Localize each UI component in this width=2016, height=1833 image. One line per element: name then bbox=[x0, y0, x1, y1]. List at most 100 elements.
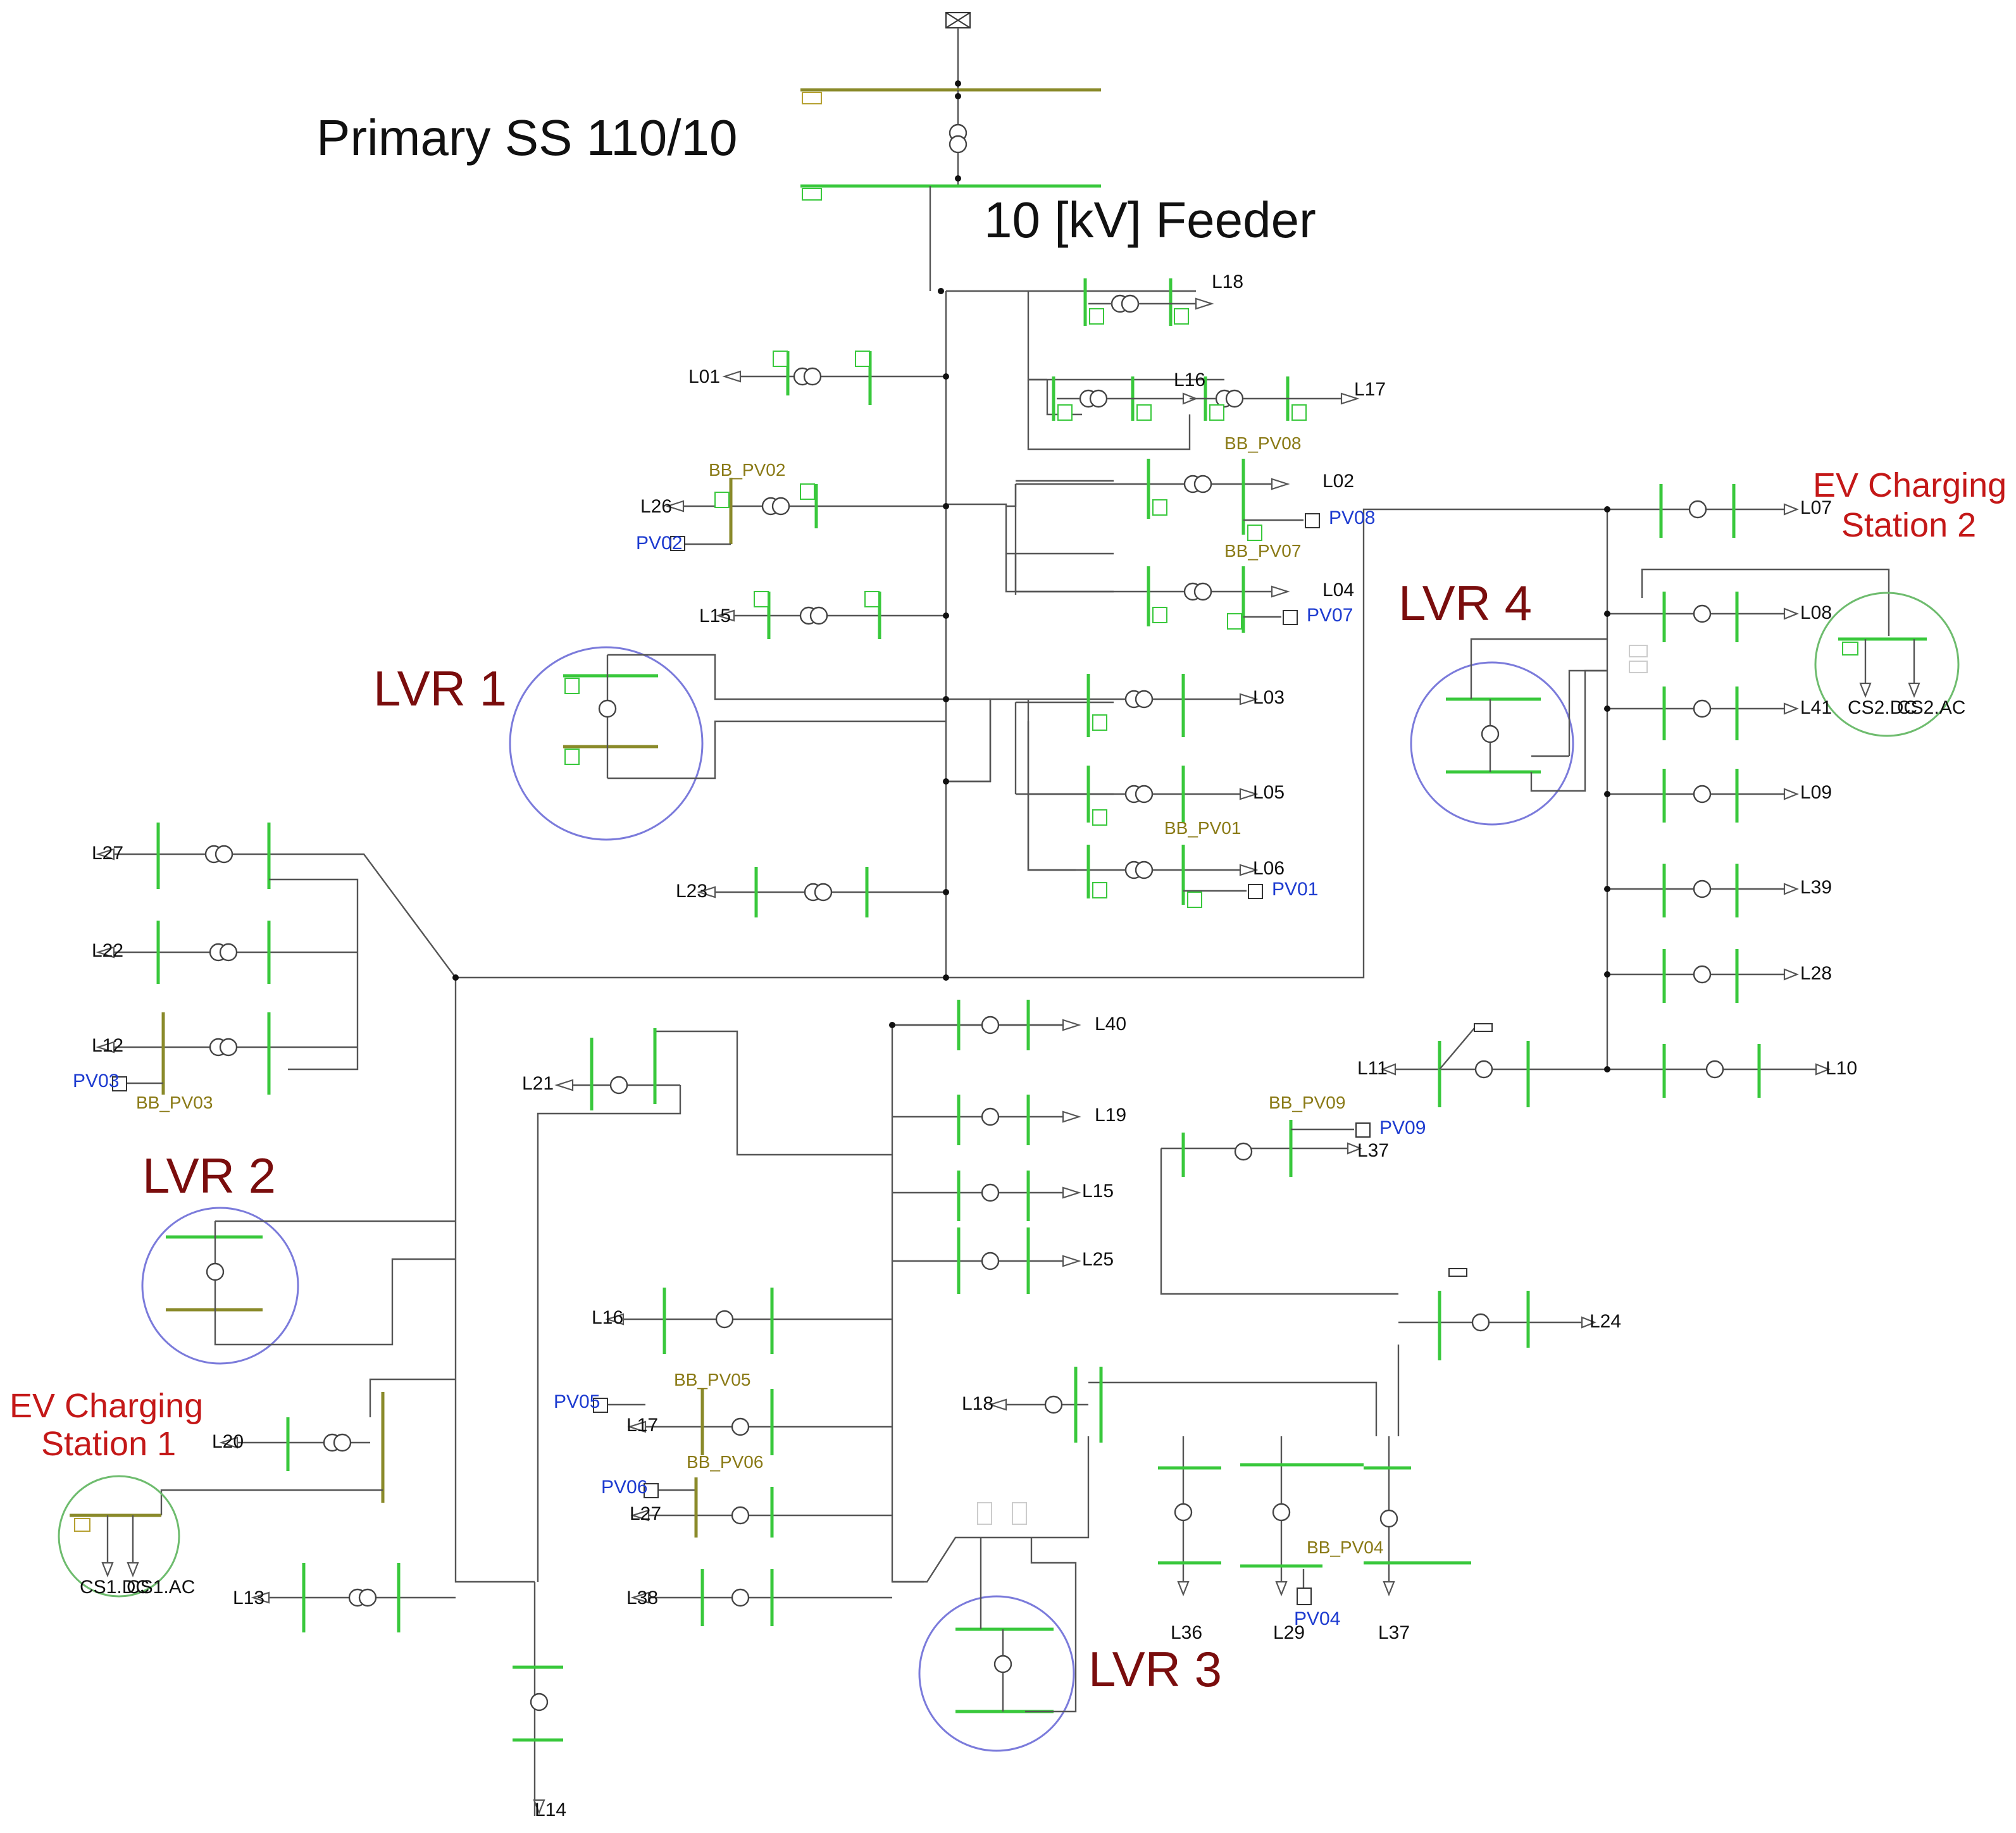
junction-nodes bbox=[452, 373, 1610, 1072]
branch-L10[interactable] bbox=[1607, 1044, 1831, 1098]
branch-L03-L05-L06[interactable] bbox=[946, 674, 1263, 908]
branch-L27[interactable] bbox=[630, 1477, 892, 1538]
load-label-L40: L40 bbox=[1095, 1014, 1126, 1035]
load-label-L02: L02 bbox=[1322, 471, 1354, 492]
load-label-L14: L14 bbox=[535, 1799, 566, 1820]
lvr2-label: LVR 2 bbox=[142, 1148, 276, 1203]
pv-label-PV05: PV05 bbox=[554, 1391, 600, 1412]
branch-L35[interactable] bbox=[1028, 278, 1214, 326]
load-label-L26: L26 bbox=[640, 496, 672, 517]
branch-L25[interactable] bbox=[892, 1227, 1081, 1294]
load-label-L32: L16 bbox=[1174, 370, 1205, 390]
branch-L41[interactable] bbox=[1607, 687, 1799, 740]
load-label-L16: L16 bbox=[592, 1307, 623, 1328]
lvr4-regulator[interactable] bbox=[1446, 638, 1648, 792]
lvr1-regulator[interactable] bbox=[563, 654, 946, 780]
branch-L29[interactable] bbox=[1607, 949, 1799, 1003]
ev1-port-ac: CS1.AC bbox=[127, 1577, 195, 1598]
branch-L22[interactable] bbox=[96, 921, 358, 984]
load-label-L08: L08 bbox=[1800, 602, 1832, 623]
load-label-L41: L41 bbox=[1800, 697, 1832, 718]
branch-L01[interactable] bbox=[722, 351, 946, 405]
load-label-L37-south: L37 bbox=[1378, 1622, 1410, 1643]
branch-L16[interactable] bbox=[605, 1288, 892, 1354]
load-label-L12: L12 bbox=[92, 1035, 123, 1056]
lvr3-regulator[interactable] bbox=[955, 1502, 1077, 1713]
pv-label-PV03: PV03 bbox=[73, 1071, 119, 1091]
lvr2-regulator[interactable] bbox=[166, 1220, 456, 1346]
substation-title: Primary SS 110/10 bbox=[316, 109, 737, 166]
load-label-L11: L11 bbox=[1357, 1058, 1388, 1079]
branch-L12[interactable] bbox=[96, 1012, 358, 1095]
branch-L17[interactable] bbox=[593, 1389, 892, 1455]
ev2-port-dc: CS2.DC bbox=[1848, 697, 1917, 718]
load-label-L22: L22 bbox=[92, 940, 123, 961]
ev1-circle bbox=[58, 1475, 180, 1598]
branch-L14[interactable] bbox=[513, 1085, 681, 1816]
branch-L31[interactable] bbox=[716, 591, 946, 639]
load-label-L10: L10 bbox=[1826, 1058, 1857, 1079]
branch-L24[interactable] bbox=[1160, 1148, 1596, 1436]
load-label-L03: L03 bbox=[1253, 687, 1285, 708]
branch-L21[interactable] bbox=[554, 1028, 892, 1156]
load-label-L23: L23 bbox=[676, 881, 707, 902]
branch-L09[interactable] bbox=[1607, 769, 1799, 823]
branch-L37-south[interactable] bbox=[1364, 1436, 1471, 1596]
branch-L11[interactable] bbox=[1381, 1023, 1607, 1107]
load-label-L20: L20 bbox=[212, 1431, 244, 1452]
branch-L39[interactable] bbox=[1607, 864, 1799, 917]
load-label-L05: L05 bbox=[1253, 782, 1285, 803]
branch-L08[interactable] bbox=[1607, 568, 1890, 642]
hv-busbar-label bbox=[802, 92, 822, 104]
branch-L23[interactable] bbox=[697, 867, 946, 917]
ev1-port-dc: CS1.DC bbox=[80, 1577, 149, 1598]
branch-L36[interactable] bbox=[1158, 1436, 1221, 1596]
branch-L18[interactable] bbox=[988, 1367, 1378, 1443]
branch-L28[interactable] bbox=[96, 823, 359, 1071]
lvr1-label: LVR 1 bbox=[373, 661, 507, 716]
branch-L32-L33[interactable] bbox=[1028, 376, 1360, 421]
ev2-port-ac: CS2.AC bbox=[1897, 697, 1965, 718]
branch-L20[interactable] bbox=[160, 1378, 456, 1515]
pv-label-PV02: PV02 bbox=[636, 533, 682, 554]
load-label-L38: L38 bbox=[626, 1588, 658, 1608]
busbar-label-BB_PV05: BB_PV05 bbox=[674, 1370, 750, 1389]
load-label-L27: L27 bbox=[630, 1503, 661, 1524]
pv-label-PV06: PV06 bbox=[601, 1477, 647, 1498]
ev1-station[interactable] bbox=[70, 1513, 161, 1577]
lvr4-label: LVR 4 bbox=[1398, 575, 1532, 631]
external-grid[interactable] bbox=[945, 12, 971, 28]
pv-label-PV08: PV08 bbox=[1329, 507, 1375, 528]
branch-L15[interactable] bbox=[892, 1171, 1081, 1221]
branch-L19[interactable] bbox=[892, 1095, 1081, 1145]
load-label-L01: L01 bbox=[688, 366, 720, 387]
branch-L37-north[interactable] bbox=[1161, 1120, 1371, 1177]
busbar-label-BB_PV02: BB_PV02 bbox=[709, 460, 785, 480]
busbar-label-BB_PV06: BB_PV06 bbox=[687, 1452, 763, 1472]
main-transformer[interactable] bbox=[949, 123, 968, 154]
branch-L07[interactable] bbox=[1607, 484, 1799, 538]
lvr2-circle bbox=[141, 1207, 299, 1365]
pv-label-PV01: PV01 bbox=[1272, 879, 1318, 900]
load-label-L33: L17 bbox=[1354, 379, 1386, 400]
branch-L26[interactable] bbox=[665, 478, 946, 551]
pv-label-PV04: PV04 bbox=[1294, 1608, 1340, 1629]
ev1-title-line2: Station 1 bbox=[41, 1425, 176, 1463]
load-label-L35: L18 bbox=[1212, 271, 1243, 292]
branch-L38[interactable] bbox=[630, 1569, 892, 1626]
busbar-label-BB_PV09: BB_PV09 bbox=[1269, 1093, 1345, 1112]
branch-L13[interactable] bbox=[251, 1563, 456, 1632]
load-label-L06: L06 bbox=[1253, 858, 1285, 879]
load-label-L36: L36 bbox=[1171, 1622, 1202, 1643]
load-label-L21: L21 bbox=[522, 1073, 554, 1094]
branch-L02[interactable] bbox=[1006, 459, 1320, 541]
load-label-L24: L24 bbox=[1590, 1311, 1621, 1332]
branch-L04[interactable] bbox=[1014, 484, 1298, 633]
ev2-station[interactable] bbox=[1838, 637, 1927, 698]
load-label-L04: L04 bbox=[1322, 580, 1354, 600]
branch-L30[interactable] bbox=[1240, 1436, 1364, 1605]
branch-L40[interactable] bbox=[892, 1000, 1081, 1050]
feeder-title: 10 [kV] Feeder bbox=[984, 192, 1316, 248]
busbar-label-BB_PV03: BB_PV03 bbox=[136, 1093, 213, 1112]
